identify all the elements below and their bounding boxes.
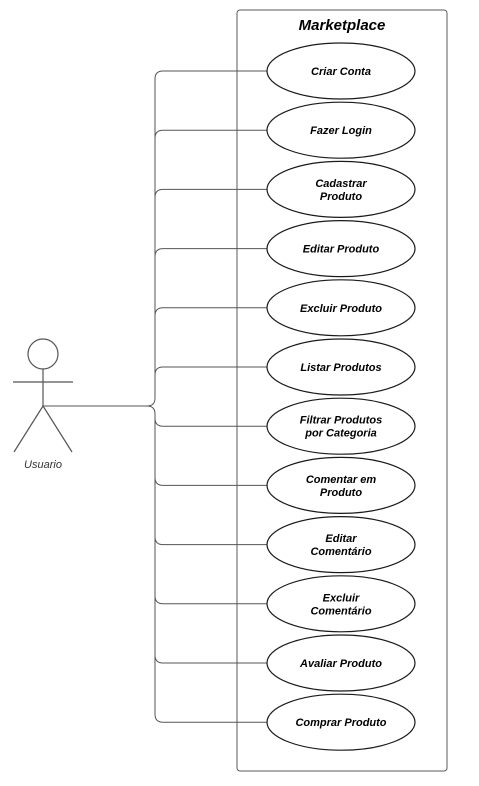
- use-case-ellipse: [266, 693, 416, 751]
- use-case-ellipse: [266, 42, 416, 100]
- use-case-label: Produto: [320, 191, 362, 203]
- use-case-comprar-produto: Comprar Produto: [266, 693, 416, 751]
- actor-link-line: [43, 397, 156, 407]
- association-line-criar-conta: [154, 70, 267, 398]
- use-case-label: por Categoria: [304, 428, 377, 440]
- use-case-label: Editar Produto: [303, 244, 380, 256]
- actor-right-leg: [42, 405, 73, 453]
- use-case-fazer-login: Fazer Login: [266, 101, 416, 159]
- use-case-label: Criar Conta: [311, 66, 371, 78]
- use-case-ellipse: [266, 338, 416, 396]
- use-case-label: Excluir Produto: [300, 303, 382, 315]
- use-case-label: Listar Produtos: [300, 362, 381, 374]
- association-line-excluir-produto: [154, 307, 267, 398]
- use-case-ellipse: [266, 220, 416, 278]
- association-line-fazer-login: [154, 129, 267, 398]
- use-case-label: Editar: [325, 533, 357, 545]
- actor-label: Usuario: [24, 459, 62, 471]
- use-case-avaliar-produto: Avaliar Produto: [266, 634, 416, 692]
- association-line-comprar-produto: [154, 414, 267, 723]
- use-case-label: Comprar Produto: [295, 717, 386, 729]
- actor-head: [27, 338, 59, 370]
- use-case-label: Comentário: [310, 546, 371, 558]
- system-title: Marketplace: [299, 17, 386, 34]
- use-case-label: Filtrar Produtos: [300, 415, 383, 427]
- use-case-criar-conta: Criar Conta: [266, 42, 416, 100]
- use-case-ellipse: [266, 101, 416, 159]
- association-lines: [43, 70, 267, 723]
- use-case-ellipse: [266, 575, 416, 633]
- use-case-label: Cadastrar: [315, 178, 367, 190]
- use-case-label: Avaliar Produto: [299, 658, 382, 670]
- use-case-ellipse: [266, 279, 416, 337]
- use-case-ellipse: [266, 515, 416, 574]
- association-line-editar-produto: [154, 248, 267, 398]
- use-case-label: Comentário: [310, 605, 371, 617]
- use-case-editar-produto: Editar Produto: [266, 220, 416, 278]
- actor-usuario: Usuario: [13, 338, 73, 471]
- association-line-listar-produtos: [154, 366, 267, 398]
- use-case-listar-produtos: Listar Produtos: [266, 338, 416, 396]
- use-case-ellipse: [266, 456, 416, 514]
- use-case-label: Excluir: [323, 592, 360, 604]
- use-case-excluir-produto: Excluir Produto: [266, 279, 416, 337]
- use-case-ellipse: [266, 397, 416, 455]
- use-case-ellipse: [266, 634, 416, 692]
- actor-left-leg: [13, 405, 44, 453]
- use-case-label: Comentar em: [306, 474, 377, 486]
- use-case-label: Produto: [320, 487, 362, 499]
- association-line-cadastrar-produto: [154, 188, 267, 398]
- use-case-ellipse: [266, 160, 416, 218]
- actor-link-line: [146, 405, 156, 415]
- use-case-label: Fazer Login: [310, 125, 372, 137]
